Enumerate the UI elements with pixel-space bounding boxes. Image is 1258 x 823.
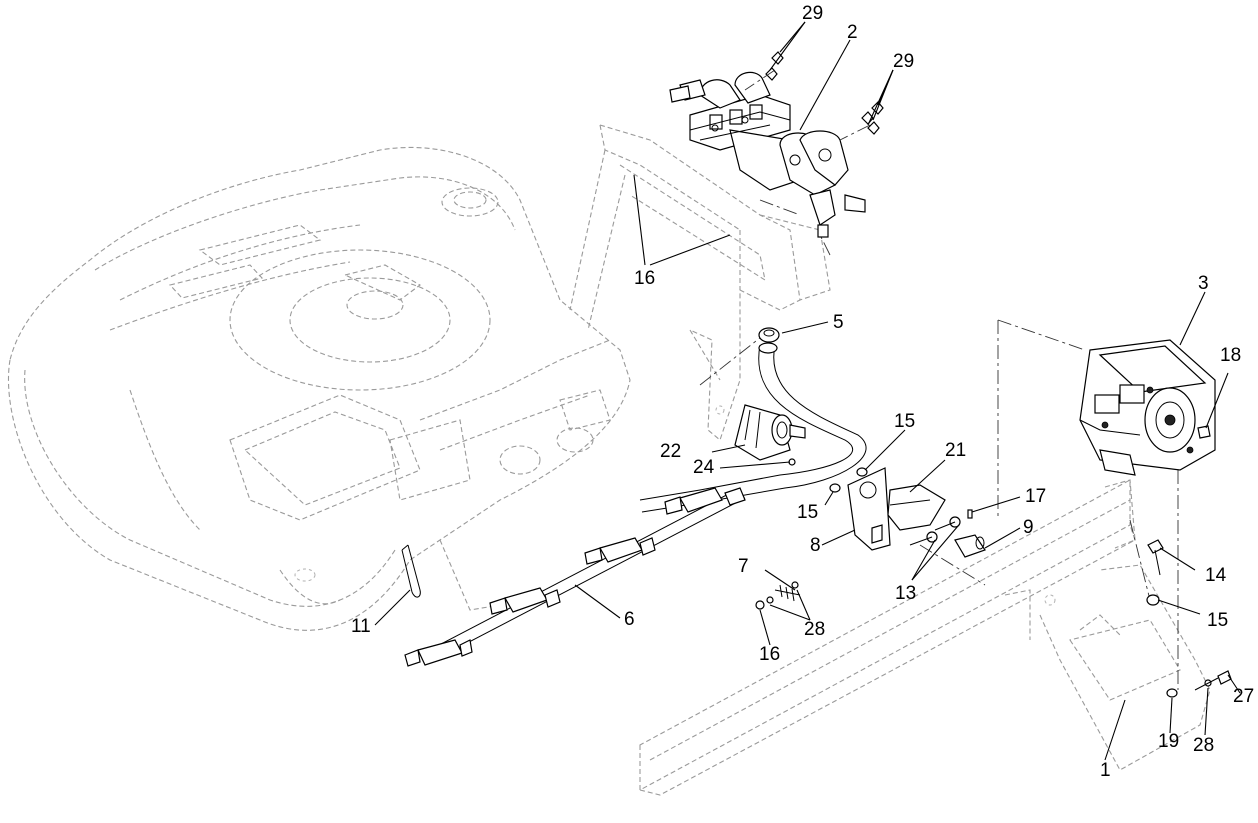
mount-bracket bbox=[847, 467, 891, 551]
callout-15-upper: 15 bbox=[894, 411, 916, 432]
spray-pump bbox=[1079, 339, 1216, 476]
rear-hardware bbox=[1166, 670, 1232, 698]
callout-11: 11 bbox=[351, 616, 371, 637]
callout-16-frame: 16 bbox=[634, 268, 656, 289]
callout-15-middle: 15 bbox=[797, 502, 819, 523]
hose-fitting bbox=[758, 327, 780, 343]
main-frame-ghost bbox=[439, 479, 1211, 796]
callout-15-lower: 15 bbox=[1207, 610, 1229, 631]
callout-2: 2 bbox=[847, 22, 858, 43]
callout-29-upper-left: 29 bbox=[802, 3, 824, 24]
alignment-lines bbox=[699, 199, 1179, 690]
carriage-bolts bbox=[909, 516, 961, 546]
suction-hose bbox=[639, 342, 867, 513]
callout-8: 8 bbox=[810, 535, 821, 556]
callout-28-lower: 28 bbox=[1193, 735, 1215, 756]
hex-bolt bbox=[1147, 539, 1164, 576]
callout-24: 24 bbox=[693, 457, 715, 478]
spring-and-washers bbox=[755, 581, 801, 610]
callout-18: 18 bbox=[1220, 345, 1242, 366]
callout-7: 7 bbox=[738, 556, 749, 577]
callout-29-upper-right: 29 bbox=[893, 51, 915, 72]
callout-17: 17 bbox=[1025, 486, 1047, 507]
pump-plate bbox=[887, 484, 946, 531]
flange-nuts bbox=[829, 467, 1160, 606]
pump-screw bbox=[1197, 425, 1211, 439]
callout-1: 1 bbox=[1100, 760, 1111, 781]
callout-16-lower: 16 bbox=[759, 644, 781, 665]
hose-barb-fittings bbox=[744, 51, 884, 141]
callout-28-middle: 28 bbox=[804, 619, 826, 640]
callout-22: 22 bbox=[660, 441, 682, 462]
callout-13: 13 bbox=[895, 583, 917, 604]
line-strainer bbox=[734, 404, 806, 461]
set-screw bbox=[967, 509, 973, 519]
callout-27: 27 bbox=[1233, 686, 1255, 707]
valve-manifold bbox=[669, 71, 866, 238]
callout-19: 19 bbox=[1158, 731, 1180, 752]
boom-frame-ghost bbox=[569, 124, 831, 441]
callout-14: 14 bbox=[1205, 565, 1227, 586]
callout-21: 21 bbox=[945, 440, 967, 461]
leader-lines bbox=[374, 21, 1241, 761]
u-bolt bbox=[401, 544, 421, 598]
spray-tank-ghost bbox=[8, 146, 631, 631]
callout-5: 5 bbox=[833, 312, 844, 333]
callout-6: 6 bbox=[624, 609, 635, 630]
callout-3: 3 bbox=[1198, 273, 1209, 294]
shaft-coupler bbox=[954, 534, 986, 558]
callout-9: 9 bbox=[1023, 517, 1034, 538]
spray-tube-assembly bbox=[404, 487, 746, 667]
